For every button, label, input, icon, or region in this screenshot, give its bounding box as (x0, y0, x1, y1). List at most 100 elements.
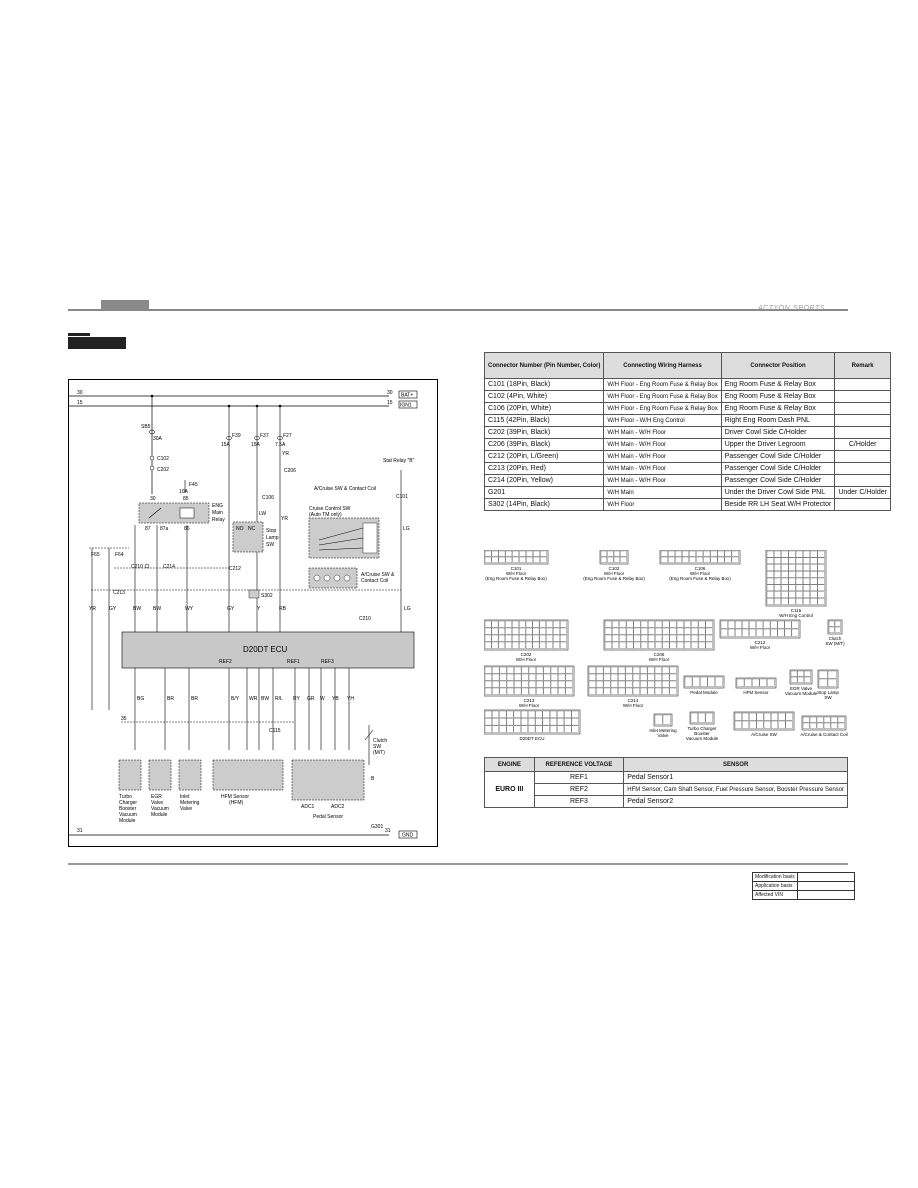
connector-shape (735, 677, 777, 689)
svg-text:WR: WR (249, 696, 258, 702)
connector-label: A/Cruise SW (751, 732, 778, 737)
svg-text:RB: RB (279, 606, 287, 612)
svg-text:BW: BW (261, 696, 269, 702)
svg-text:B: B (371, 776, 375, 782)
cruise-label: Cruise Control SW (309, 506, 351, 512)
svg-text:F37: F37 (260, 433, 269, 439)
svg-text:30A: 30A (153, 436, 163, 442)
svg-text:C213: C213 (113, 590, 125, 596)
connector-label: HFM Sensor (743, 690, 769, 695)
svg-text:C206: C206 (284, 468, 296, 474)
rail-15: 15 (77, 400, 83, 406)
svg-text:Valve: Valve (151, 800, 163, 806)
bat-label: BAT+ (401, 393, 413, 399)
table-row: C115 (42Pin, Black)W/H Floor - W/H Eng C… (483, 414, 891, 427)
svg-text:YR: YR (281, 516, 288, 522)
connector-label: C202 (521, 652, 532, 657)
svg-text:REF3: REF3 (321, 659, 334, 665)
svg-text:15A: 15A (251, 442, 261, 448)
svg-text:B/Y: B/Y (231, 696, 240, 702)
svg-text:31: 31 (385, 828, 391, 834)
table-row: C106 (20Pin, White)W/H Floor - Eng Room … (483, 402, 891, 415)
svg-text:C106: C106 (262, 495, 274, 501)
connector-label: Pedal Module (690, 690, 718, 695)
svg-text:Turbo: Turbo (119, 794, 132, 800)
svg-text:Metering: Metering (180, 800, 200, 806)
connector-sublabel: W/H Floor (649, 657, 670, 662)
svg-text:F64: F64 (115, 552, 124, 558)
svg-text:85: 85 (183, 496, 189, 502)
svg-text:Module: Module (151, 812, 168, 818)
svg-text:35: 35 (121, 716, 127, 722)
connector-sublabel: W/H Floor (604, 571, 625, 576)
svg-text:SW: SW (373, 744, 381, 750)
table-row: C102 (4Pin, White)W/H Floor - Eng Room F… (483, 390, 891, 403)
connector-sublabel: Vacuum Module (785, 691, 818, 696)
svg-text:C101: C101 (396, 494, 408, 500)
connector-sublabel: W/H Floor (750, 645, 771, 650)
svg-text:NO: NO (236, 526, 244, 532)
svg-text:BR: BR (191, 696, 198, 702)
svg-text:(M/T): (M/T) (373, 750, 385, 756)
svg-text:GY: GY (227, 606, 235, 612)
svg-text:F27: F27 (283, 433, 292, 439)
brand-logo: ACTYON SPORTS (758, 305, 825, 312)
svg-text:Module: Module (119, 818, 136, 824)
svg-text:YB: YB (332, 696, 339, 702)
svg-text:C210: C210 (359, 616, 371, 622)
ign-label: IGN1 (400, 403, 412, 409)
connector-sublabel: W/H Floor (690, 571, 711, 576)
svg-text:30: 30 (387, 390, 393, 396)
connector-label: C115 (791, 608, 802, 613)
svg-text:HFM Sensor: HFM Sensor (221, 794, 249, 800)
svg-text:87: 87 (145, 526, 151, 532)
header-rule (68, 309, 848, 311)
svg-text:NC: NC (248, 526, 256, 532)
svg-text:Vacuum: Vacuum (119, 812, 137, 818)
connector-sublabel: SW (824, 695, 832, 700)
connector-label: Stop Lamp (817, 690, 839, 695)
connector-label: C102 (609, 566, 620, 571)
connector-sublabel: W/H Floor (519, 703, 540, 708)
svg-text:Pedal Sensor: Pedal Sensor (313, 814, 343, 820)
svg-text:YH: YH (347, 696, 354, 702)
rail-30: 30 (77, 390, 83, 396)
header-tab (101, 300, 149, 309)
svg-text:W: W (320, 696, 325, 702)
section-marker (68, 333, 126, 349)
svg-text:15A: 15A (221, 442, 231, 448)
svg-text:EGR: EGR (151, 794, 162, 800)
svg-text:REF1: REF1 (287, 659, 300, 665)
svg-text:31: 31 (77, 828, 83, 834)
connector-sublabel: Valve (658, 733, 669, 738)
connector-shape (483, 709, 581, 735)
svg-text:30: 30 (150, 496, 156, 502)
svg-text:Inlet: Inlet (180, 794, 190, 800)
svg-text:Vacuum: Vacuum (151, 806, 169, 812)
svg-text:LG: LG (404, 606, 411, 612)
svg-text:LG: LG (403, 526, 410, 532)
svg-text:ADC1: ADC1 (301, 804, 315, 810)
svg-text:Booster: Booster (119, 806, 137, 812)
svg-text:F39: F39 (232, 433, 241, 439)
svg-text:GR: GR (307, 696, 315, 702)
svg-text:(HFM): (HFM) (229, 800, 243, 806)
connector-label: C212 (755, 640, 766, 645)
connector-label: C213 (524, 698, 535, 703)
svg-text:Contact Coil: Contact Coil (361, 578, 388, 584)
svg-text:F65: F65 (91, 552, 100, 558)
connector-sublabel: (Eng Room Fuse & Relay Box) (669, 576, 731, 581)
svg-text:SB5: SB5 (141, 424, 151, 430)
svg-text:Main: Main (212, 510, 223, 516)
connector-label: C106 (695, 566, 706, 571)
footer-rule (68, 863, 848, 865)
connector-label: C206 (654, 652, 665, 657)
svg-text:Lamp: Lamp (266, 535, 279, 541)
connector-sublabel: W/H Eng Control (779, 613, 813, 618)
engine-cell: EURO III (484, 771, 535, 808)
